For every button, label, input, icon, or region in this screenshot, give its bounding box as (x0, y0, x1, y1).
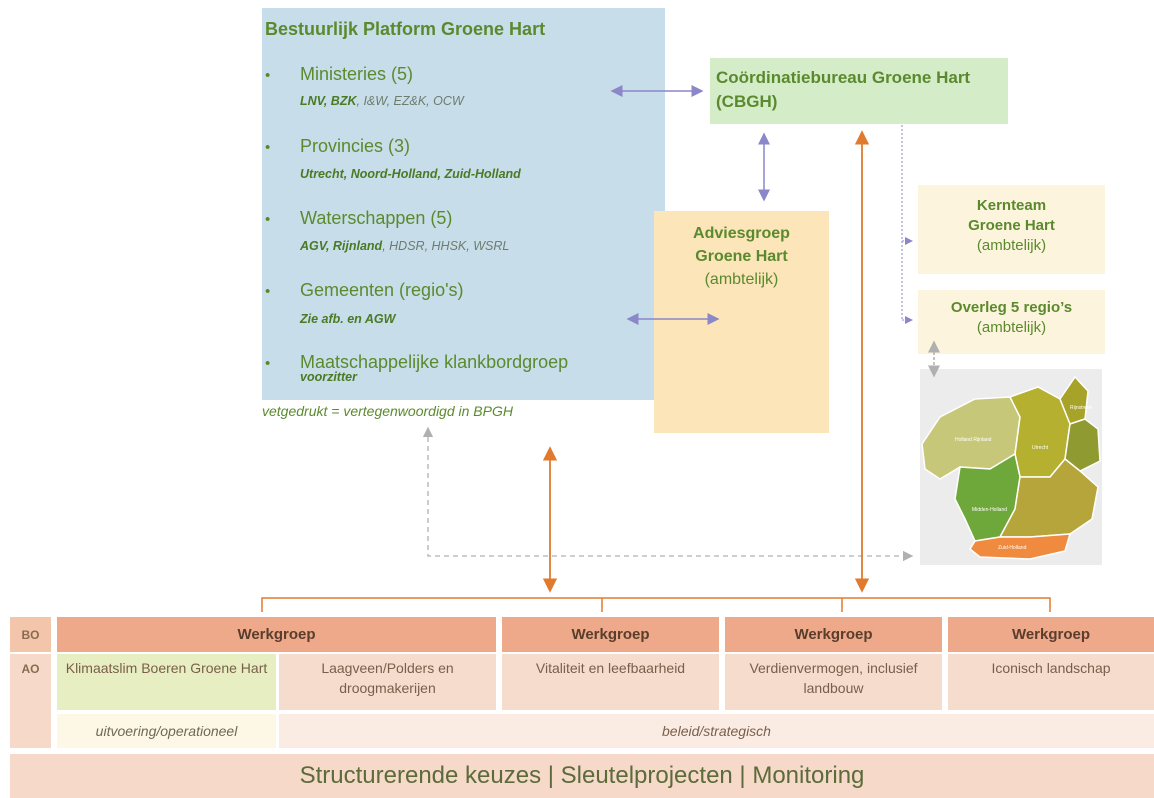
kernteam-box (918, 185, 1105, 274)
item-ministeries-sub: LNV, BZK, I&W, EZ&K, OCW (300, 94, 464, 108)
bo-label: BO (10, 617, 51, 652)
adviesgroep-title: Adviesgroep Groene Hart (ambtelijk) (693, 225, 790, 288)
bullet-icon: • (265, 355, 271, 372)
werkgroep-header: Werkgroep (57, 617, 496, 652)
map-label: Holland Rijnland (955, 437, 992, 443)
map-region-utrecht-south (998, 457, 1099, 538)
map-label: Midden-Holland (972, 507, 1007, 513)
map-label: Zuid-Holland (998, 545, 1027, 551)
task-verdienvermogen: Verdienvermogen, inclusief landbouw (725, 654, 942, 710)
item-provincies-sub: Utrecht, Noord-Holland, Zuid-Holland (300, 167, 521, 181)
task-klimaatslim: Klimaatslim Boeren Groene Hart (57, 654, 276, 710)
item-klankbordgroep-sub: voorzitter (300, 370, 357, 384)
bullet-icon: • (265, 211, 271, 228)
uitvoering-label: uitvoering/operationeel (57, 714, 276, 748)
werkgroep-header: Werkgroep (725, 617, 942, 652)
item-gemeenten: Gemeenten (regio's) (300, 280, 464, 300)
task-laagveen: Laagveen/Polders en droogmakerijen (279, 654, 496, 710)
cbgh-title: Coördinatiebureau Groene Hart (CBGH) (716, 68, 971, 111)
item-klankbordgroep: Maatschappelijke klankbordgroep (300, 352, 569, 372)
region-map-svg: Holland Rijnland Utrecht Midden-Holland … (921, 375, 1101, 560)
item-waterschappen: Waterschappen (5) (300, 208, 453, 228)
bold-legend: vetgedrukt = vertegenwoordigd in BPGH (262, 403, 513, 419)
werkgroep-header: Werkgroep (948, 617, 1154, 652)
task-vitaliteit: Vitaliteit en leefbaarheid (502, 654, 719, 710)
map-region-zuid-holland-south (969, 533, 1072, 560)
werkgroep-header: Werkgroep (502, 617, 719, 652)
overleg-title: Overleg 5 regio’s (ambtelijk) (950, 299, 1073, 336)
cbgh-box (710, 58, 1008, 124)
item-provincies: Provincies (3) (300, 136, 411, 156)
bullet-icon: • (265, 283, 271, 300)
map-label: Rijnstreek (1070, 405, 1093, 411)
werkgroep-bracket (261, 597, 1051, 612)
bpgh-box (262, 8, 665, 400)
item-waterschappen-sub: AGV, Rijnland, HDSR, HHSK, WSRL (300, 239, 510, 253)
overleg-box (918, 290, 1105, 354)
item-ministeries: Ministeries (5) (300, 64, 414, 84)
map-region-northeast (1059, 375, 1089, 425)
task-iconisch: Iconisch landschap (948, 654, 1154, 710)
bullet-icon: • (265, 67, 271, 84)
dashed-legend-map (422, 426, 914, 562)
bullet-icon: • (265, 139, 271, 156)
kernteam-title: Kernteam Groene Hart (ambtelijk) (968, 197, 1055, 254)
ao-label: AO (10, 654, 51, 748)
item-gemeenten-sub: Zie afb. en AGW (300, 312, 396, 326)
beleid-label: beleid/strategisch (279, 714, 1154, 748)
map-label: Utrecht (1032, 445, 1049, 451)
bpgh-title: Bestuurlijk Platform Groene Hart (265, 19, 546, 39)
region-map: Holland Rijnland Utrecht Midden-Holland … (920, 369, 1102, 565)
footer-banner: Structurerende keuzes | Sleutelprojecten… (10, 754, 1154, 798)
